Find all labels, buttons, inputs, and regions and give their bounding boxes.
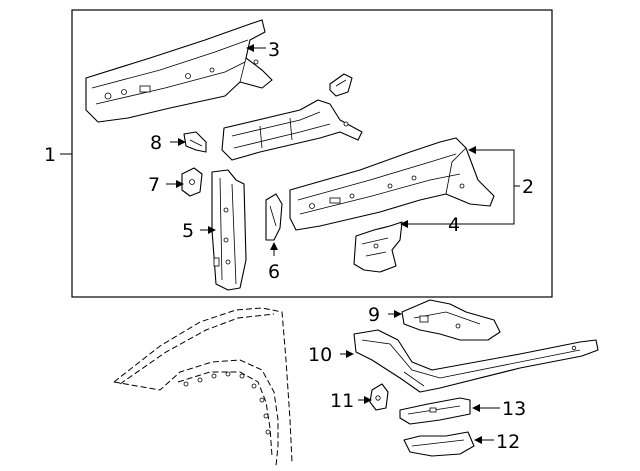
apron-reinforcement (221, 99, 363, 161)
part-9-bracket (401, 299, 501, 341)
part-3-upper-side-member (85, 19, 273, 123)
part-5-pillar (211, 169, 247, 291)
part-11-bracket (369, 383, 389, 411)
assembly-box (71, 9, 553, 298)
callout-5: 5 (182, 220, 194, 242)
callout-8: 8 (150, 132, 162, 154)
callout-10: 10 (308, 344, 332, 366)
leader-lines (60, 44, 520, 444)
callout-6: 6 (268, 261, 280, 283)
part-13-reinforcement (399, 397, 471, 425)
part-4-bracket (353, 221, 403, 273)
part-8-bracket (183, 131, 207, 153)
part-10-lower-rail (353, 329, 599, 393)
callout-7: 7 (148, 174, 160, 196)
callout-3: 3 (268, 39, 280, 61)
callout-13: 13 (502, 398, 526, 420)
callout-11: 11 (330, 390, 354, 412)
part-12-reinforcement (403, 431, 475, 457)
callout-2: 2 (522, 176, 534, 198)
part-7-bracket (181, 167, 203, 197)
callout-1: 1 (44, 144, 56, 166)
fender-outline (113, 307, 293, 467)
callout-4: 4 (448, 214, 460, 236)
small-bracket-upper (329, 73, 353, 97)
part-2-side-member (289, 137, 495, 231)
callout-9: 9 (368, 304, 380, 326)
callout-12: 12 (496, 431, 520, 453)
part-6-bracket (265, 193, 283, 241)
